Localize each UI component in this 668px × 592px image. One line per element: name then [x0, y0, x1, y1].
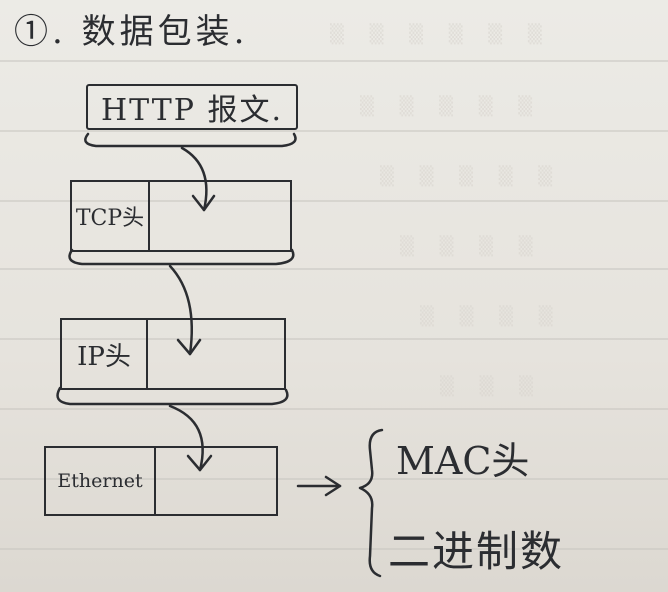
ruled-line [0, 478, 668, 480]
ruled-line [0, 408, 668, 410]
tcp-segment: TCP头 [70, 180, 292, 252]
binary-data-text: 二进制数 [388, 527, 565, 576]
bracket-under-tcp [68, 248, 295, 266]
page-title: ①. 数据包装. [14, 12, 249, 52]
mac-header-text: MAC头 [396, 439, 530, 483]
bleed-through-texture: ▒ ▒ ▒ ▒ [400, 236, 543, 257]
bracket-under-ip [56, 386, 289, 406]
tcp-header: TCP头 [72, 182, 150, 250]
ip-header-label: IP头 [77, 341, 131, 372]
bleed-through-texture: ▒ ▒ ▒ ▒ ▒ [380, 166, 563, 187]
ethernet-header-label: Ethernet [57, 470, 143, 492]
arrowhead-3 [186, 454, 213, 472]
ruled-line [0, 268, 668, 270]
bracket-under-http [84, 132, 297, 148]
ruled-line [0, 200, 668, 202]
tcp-payload [150, 182, 290, 250]
http-message-label: HTTP 报文. [101, 93, 283, 128]
bleed-through-texture: ▒ ▒ ▒ ▒ ▒ ▒ [330, 24, 552, 45]
flow-arrow-1 [180, 146, 208, 212]
ethernet-payload [156, 448, 276, 514]
bleed-through-texture: ▒ ▒ ▒ [440, 376, 543, 397]
ethernet-header: Ethernet [46, 448, 156, 514]
arrowhead-2 [176, 338, 202, 356]
tcp-header-label: TCP头 [75, 206, 145, 231]
ip-payload [148, 320, 284, 388]
flow-arrow-2 [168, 264, 194, 356]
arrow-to-contents-head [324, 475, 342, 497]
ip-packet: IP头 [60, 318, 286, 390]
curly-brace [358, 428, 384, 578]
ruled-line [0, 338, 668, 340]
ip-header: IP头 [62, 320, 148, 388]
bleed-through-texture: ▒ ▒ ▒ ▒ [420, 306, 563, 327]
ethernet-frame: Ethernet [44, 446, 278, 516]
ruled-line [0, 60, 668, 62]
ruled-line [0, 548, 668, 550]
arrowhead-1 [191, 194, 216, 212]
bleed-through-texture: ▒ ▒ ▒ ▒ ▒ [360, 96, 543, 117]
flow-arrow-3 [168, 404, 204, 472]
http-message-box: HTTP 报文. [86, 84, 298, 130]
ruled-line [0, 130, 668, 132]
